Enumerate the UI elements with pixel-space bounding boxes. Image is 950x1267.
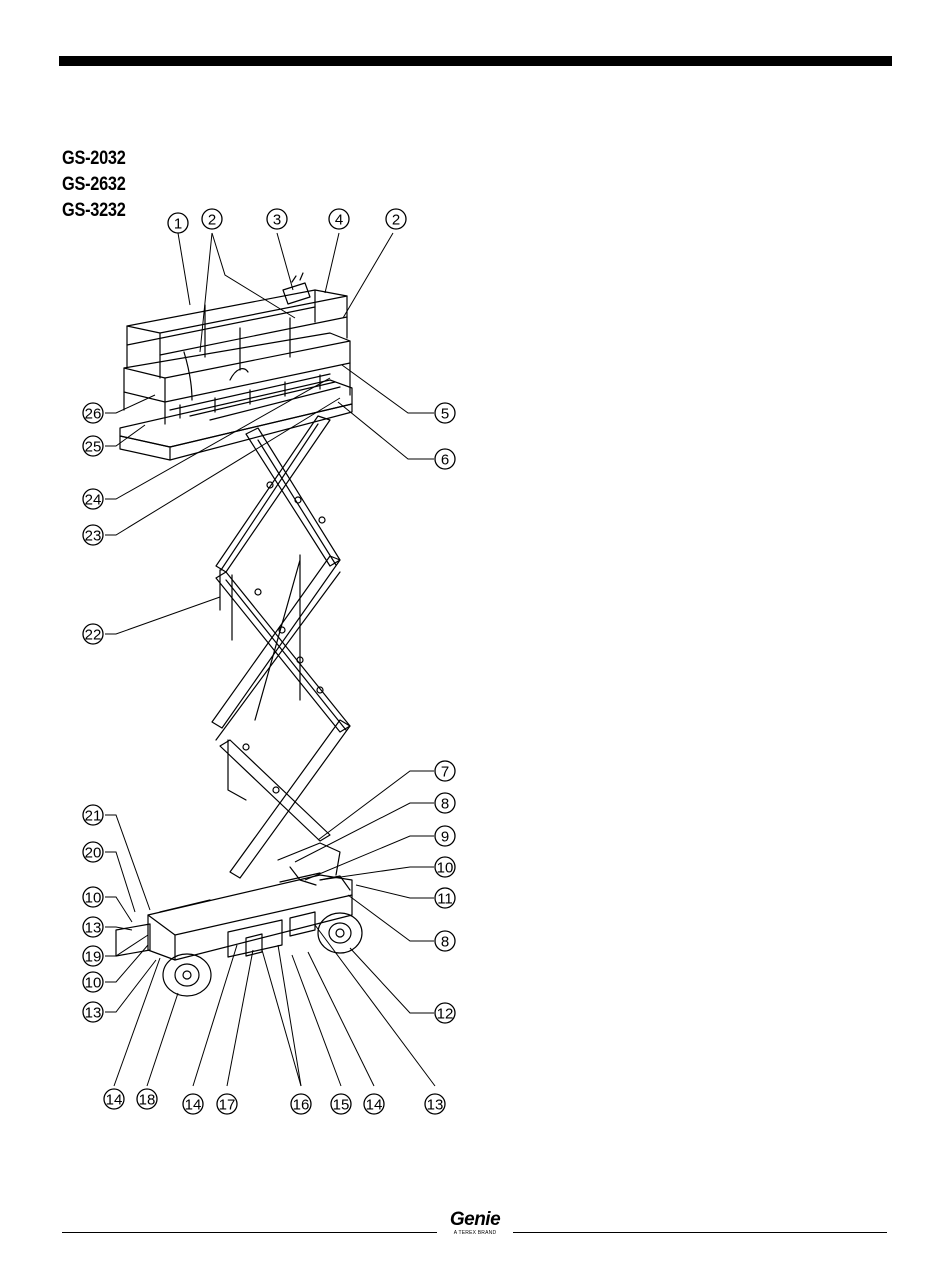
callout-number: 14 <box>106 1092 123 1109</box>
callout-number: 13 <box>85 1005 102 1022</box>
callout-number: 4 <box>335 212 343 229</box>
callout-number: 14 <box>185 1097 202 1114</box>
callout-number: 13 <box>85 920 102 937</box>
callout-number: 12 <box>437 1006 454 1023</box>
callout-number: 20 <box>85 845 102 862</box>
control-box <box>283 273 310 304</box>
callout-number: 18 <box>139 1092 156 1109</box>
callout-number: 10 <box>85 890 102 907</box>
callout-number: 2 <box>208 212 216 229</box>
callout-number: 3 <box>273 212 281 229</box>
footer-rule-right <box>513 1232 887 1233</box>
callout-number: 10 <box>437 860 454 877</box>
callout-number: 17 <box>219 1097 236 1114</box>
callout-number: 21 <box>85 808 102 825</box>
callout-labels: 1 2 3 4 2 5 6 26 25 24 23 22 7 8 9 10 11… <box>85 212 454 1114</box>
callout-number: 9 <box>441 829 449 846</box>
callout-number: 7 <box>441 764 449 781</box>
callout-number: 24 <box>85 492 102 509</box>
callout-number: 1 <box>174 216 182 233</box>
machine-illustration <box>116 273 362 996</box>
callout-number: 2 <box>392 212 400 229</box>
logo-tagline: A TEREX BRAND <box>441 1230 509 1236</box>
callout-number: 26 <box>85 406 102 423</box>
scissor-arms <box>212 416 350 878</box>
genie-logo: Genie A TEREX BRAND <box>441 1210 509 1244</box>
callout-number: 10 <box>85 975 102 992</box>
callout-number: 5 <box>441 406 449 423</box>
platform-guardrails <box>124 290 350 424</box>
callout-number: 23 <box>85 528 102 545</box>
callout-number: 19 <box>85 949 102 966</box>
callout-number: 6 <box>441 452 449 469</box>
callout-number: 15 <box>333 1097 350 1114</box>
chassis <box>116 843 352 960</box>
callout-number: 25 <box>85 439 102 456</box>
logo-wordmark: Genie <box>441 1210 509 1230</box>
callout-number: 14 <box>366 1097 383 1114</box>
callout-number: 11 <box>437 891 453 908</box>
callout-number: 8 <box>441 796 449 813</box>
callout-number: 22 <box>85 627 102 644</box>
footer-rule-left <box>62 1232 437 1233</box>
wheels <box>163 913 362 996</box>
callout-number: 8 <box>441 934 449 951</box>
callout-number: 13 <box>427 1097 444 1114</box>
callout-number: 16 <box>293 1097 310 1114</box>
